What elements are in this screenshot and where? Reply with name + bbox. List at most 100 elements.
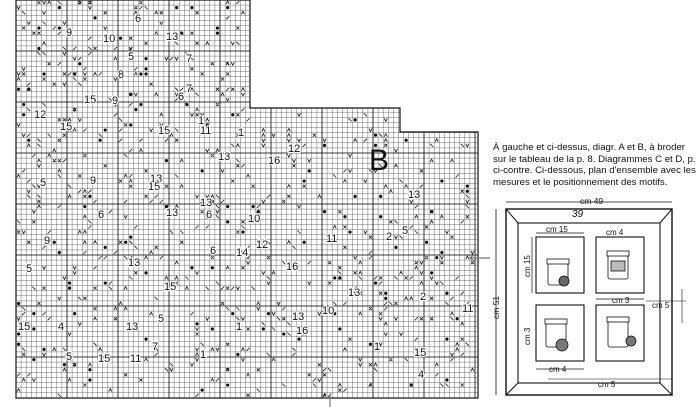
stitch-dot xyxy=(445,378,449,382)
frame-bevel xyxy=(659,208,673,224)
color-number: 6 xyxy=(210,245,216,257)
motif-box-bottom-left xyxy=(535,304,585,362)
stitch-dot xyxy=(88,378,92,382)
stitch-dot xyxy=(180,31,184,35)
stitch-dot xyxy=(445,337,449,341)
color-number: 13 xyxy=(150,173,162,185)
color-number: 9 xyxy=(90,175,96,187)
stitch-dot xyxy=(129,92,133,96)
color-number: 7 xyxy=(186,83,192,95)
color-number: 15 xyxy=(98,353,110,365)
stitch-dot xyxy=(164,159,169,163)
stitch-dot xyxy=(338,327,342,331)
stitch-dot xyxy=(215,31,220,35)
stitch-dot xyxy=(37,46,41,51)
color-number: 6 xyxy=(206,209,212,221)
stitch-dot xyxy=(302,179,306,183)
plan-width-label: cm 49 xyxy=(580,196,603,206)
stitch-dot xyxy=(409,383,413,387)
plan-height-label: cm 51 xyxy=(491,296,501,319)
color-number: 15 xyxy=(148,181,160,193)
color-number: 13 xyxy=(126,321,138,333)
stitch-dot xyxy=(368,342,373,346)
stitch-dot xyxy=(129,235,133,239)
stitch-dot xyxy=(373,133,378,137)
stitch-dot xyxy=(62,363,67,367)
jar-icon xyxy=(606,250,630,280)
stitch-dot xyxy=(103,245,107,249)
color-number: 10 xyxy=(248,213,260,225)
stitch-dot xyxy=(379,215,383,219)
stitch-dot xyxy=(164,204,169,209)
color-number: 11 xyxy=(462,303,473,315)
color-number: 5 xyxy=(40,177,46,189)
color-number: 13 xyxy=(348,287,360,299)
stitch-dot xyxy=(93,16,97,20)
stitch-dot xyxy=(226,204,230,209)
color-number: 15 xyxy=(84,94,96,106)
frame-bevel xyxy=(659,382,673,396)
motif-width-label: cm 15 xyxy=(546,225,568,234)
color-number: 1 xyxy=(236,321,242,333)
color-number: 15 xyxy=(60,121,72,133)
stitch-dot xyxy=(22,113,26,117)
color-number: 13 xyxy=(128,257,140,269)
color-number: 6 xyxy=(98,209,104,221)
color-number: 11 xyxy=(326,233,337,245)
color-number: 5 xyxy=(66,351,72,363)
stitch-dot xyxy=(231,113,235,117)
stitch-dot xyxy=(200,169,204,173)
stitch-dot xyxy=(384,296,388,300)
stitch-dot xyxy=(226,220,230,224)
color-number: 12 xyxy=(256,239,268,251)
motif-height-label: cm 15 xyxy=(523,255,532,277)
stitch-dot xyxy=(210,266,214,270)
jar-icon xyxy=(546,258,570,287)
stitch-dot xyxy=(465,184,469,188)
stitch-dot xyxy=(373,281,378,285)
color-number: 10 xyxy=(322,305,334,317)
color-number: 10 xyxy=(103,33,115,45)
stitch-dot xyxy=(256,210,260,214)
stitch-dot xyxy=(322,210,327,214)
stitch-dot xyxy=(430,271,434,275)
stitch-symbols xyxy=(16,0,475,398)
stitch-dot xyxy=(67,281,72,285)
stitch-dot xyxy=(52,240,56,244)
color-number: 5 xyxy=(128,51,134,63)
stitch-dot xyxy=(231,312,235,316)
color-number: 15 xyxy=(414,347,426,359)
stitch-dot xyxy=(27,87,31,91)
stitch-dot xyxy=(134,108,138,112)
color-number: 7 xyxy=(152,341,158,353)
stitch-dot xyxy=(32,357,36,362)
color-number: 13 xyxy=(166,31,178,43)
color-number: 13 xyxy=(166,207,178,219)
color-number: 13 xyxy=(408,189,420,201)
stitch-dot xyxy=(379,194,383,198)
color-number: 13 xyxy=(200,197,212,209)
color-number: 1 xyxy=(198,115,204,127)
color-number: 16 xyxy=(296,325,308,337)
stitch-dot xyxy=(353,118,357,122)
color-number: 8 xyxy=(118,69,124,81)
bottom-margin-label: cm 5 xyxy=(598,380,616,389)
stitch-dot xyxy=(195,322,199,326)
color-number: 13 xyxy=(292,311,304,323)
stitch-dot xyxy=(236,352,240,357)
stitch-dot xyxy=(164,128,169,132)
stitch-dot xyxy=(261,327,265,331)
jar-icon xyxy=(544,318,569,352)
motif-box-top-left xyxy=(535,236,585,294)
color-number: 11 xyxy=(130,353,141,365)
stitch-dot xyxy=(144,337,148,341)
diagram-letter-b: B xyxy=(369,144,389,177)
stitch-dot xyxy=(353,194,357,198)
color-number: 1 xyxy=(374,341,380,353)
color-number: 15 xyxy=(164,281,176,293)
stitch-dot xyxy=(200,388,204,392)
stitch-dot xyxy=(32,312,36,316)
color-number: 9 xyxy=(44,235,50,247)
stitch-dot xyxy=(139,72,143,76)
stitch-dot xyxy=(83,204,87,209)
